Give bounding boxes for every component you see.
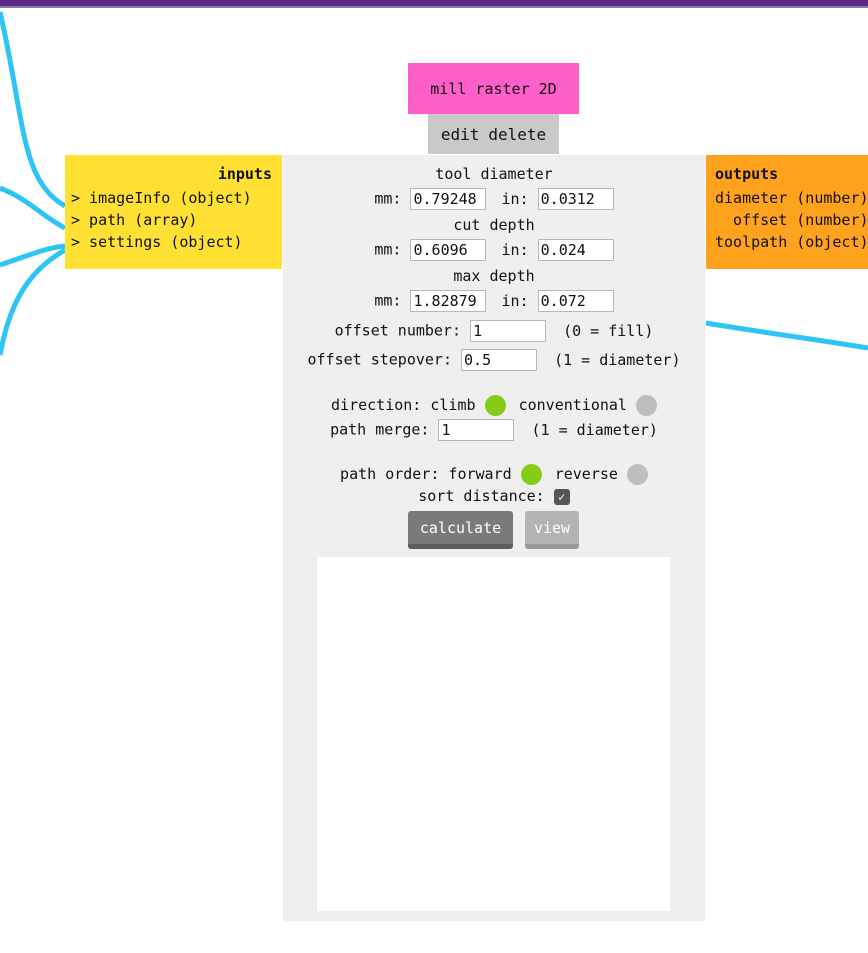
tool-diameter-mm-label: mm:: [374, 189, 402, 208]
max-depth-row: mm: 1.82879 in: 0.072: [283, 290, 705, 312]
cut-depth-in-label: in:: [501, 240, 529, 259]
offset-stepover-hint: (1 = diameter): [554, 350, 681, 369]
module-title[interactable]: mill raster 2D: [408, 63, 579, 114]
offset-number-label: offset number:: [334, 321, 462, 340]
outputs-title: outputs: [715, 165, 779, 183]
path-order-forward-label: forward: [448, 465, 512, 483]
path-merge-label: path merge:: [330, 420, 430, 439]
tool-diameter-label: tool diameter: [435, 165, 553, 183]
path-order-reverse-label: reverse: [554, 465, 618, 483]
offset-stepover-row: offset stepover: 0.5 (1 = diameter): [283, 349, 705, 371]
offset-number-hint: (0 = fill): [563, 321, 654, 340]
direction-label: direction:: [331, 396, 422, 414]
max-depth-mm-input[interactable]: 1.82879: [410, 290, 487, 312]
direction-climb-radio[interactable]: [484, 395, 506, 416]
path-order-row: path order: forward reverse: [283, 464, 705, 485]
path-merge-row: path merge: 1 (1 = diameter): [283, 419, 705, 441]
path-order-reverse-radio[interactable]: [626, 464, 648, 485]
sort-distance-checkbox[interactable]: ✓: [553, 488, 570, 505]
direction-conventional-radio[interactable]: [635, 395, 657, 416]
sort-distance-label: sort distance:: [418, 487, 545, 505]
calculate-button[interactable]: calculate: [408, 511, 513, 549]
max-depth-in-label: in:: [501, 291, 529, 310]
output-port-offset[interactable]: offset (number): [715, 211, 868, 229]
tool-diameter-mm-input[interactable]: 0.79248: [410, 188, 487, 210]
inputs-panel: inputs > imageInfo (object) > path (arra…: [65, 155, 282, 269]
input-port-imageinfo[interactable]: > imageInfo (object): [71, 189, 252, 207]
max-depth-in-input[interactable]: 0.072: [537, 290, 614, 312]
offset-number-row: offset number: 1 (0 = fill): [283, 320, 705, 342]
offset-stepover-label: offset stepover:: [307, 350, 453, 369]
direction-climb-label: climb: [430, 396, 476, 414]
view-button[interactable]: view: [525, 511, 579, 549]
cut-depth-in-input[interactable]: 0.024: [537, 239, 614, 261]
inputs-title: inputs: [217, 165, 272, 183]
output-port-toolpath[interactable]: toolpath (object): [715, 233, 868, 251]
output-port-diameter[interactable]: diameter (number): [715, 189, 868, 207]
wire-output: [705, 320, 868, 351]
direction-row: direction: climb conventional: [283, 395, 705, 416]
offset-stepover-input[interactable]: 0.5: [461, 349, 538, 371]
toolpath-preview-canvas: [317, 557, 670, 911]
direction-conventional-label: conventional: [518, 396, 627, 414]
offset-number-input[interactable]: 1: [470, 320, 547, 342]
input-port-path[interactable]: > path (array): [71, 211, 198, 229]
settings-panel: tool diameter mm: 0.79248 in: 0.0312 cut…: [283, 155, 705, 921]
module-actions: edit delete: [428, 114, 559, 154]
path-merge-hint: (1 = diameter): [531, 420, 658, 439]
sort-distance-row: sort distance: ✓: [283, 487, 705, 505]
wire-settings: [0, 243, 66, 268]
wire-path: [0, 185, 67, 231]
cut-depth-row: mm: 0.6096 in: 0.024: [283, 239, 705, 261]
tool-diameter-row: mm: 0.79248 in: 0.0312: [283, 188, 705, 210]
cut-depth-mm-input[interactable]: 0.6096: [410, 239, 487, 261]
max-depth-mm-label: mm:: [374, 291, 402, 310]
wire-imageinfo: [0, 11, 67, 209]
path-merge-input[interactable]: 1: [438, 419, 515, 441]
tool-diameter-in-input[interactable]: 0.0312: [537, 188, 614, 210]
cut-depth-mm-label: mm:: [374, 240, 402, 259]
path-order-forward-radio[interactable]: [520, 464, 542, 485]
input-port-settings[interactable]: > settings (object): [71, 233, 243, 251]
outputs-panel: outputs diameter (number) offset (number…: [706, 155, 868, 269]
edit-button[interactable]: edit: [440, 124, 480, 144]
max-depth-label: max depth: [453, 267, 535, 285]
top-bar-divider: [0, 6, 868, 8]
cut-depth-label: cut depth: [453, 216, 535, 234]
top-bar: [0, 0, 868, 6]
delete-button[interactable]: delete: [488, 124, 547, 144]
path-order-label: path order:: [340, 465, 440, 483]
tool-diameter-in-label: in:: [501, 189, 529, 208]
wire-settings-b: [0, 247, 67, 356]
